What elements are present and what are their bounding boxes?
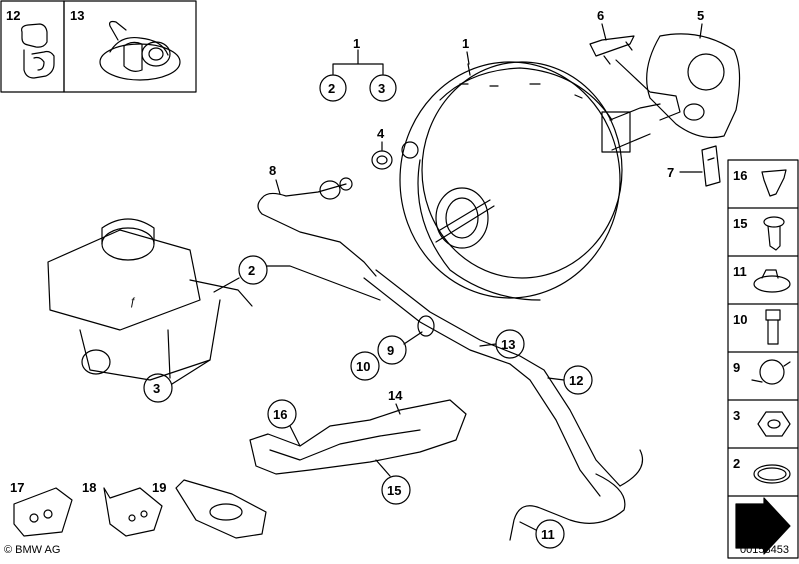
callout-11: 11 — [541, 527, 555, 542]
side-label-16: 16 — [733, 168, 747, 183]
callout-2-inset: 2 — [328, 81, 335, 96]
callout-6: 6 — [597, 8, 604, 23]
callout-9: 9 — [387, 343, 394, 358]
callout-17: 17 — [10, 480, 24, 495]
callout-4: 4 — [377, 126, 385, 141]
heat-shield-14: 14 16 15 — [249, 388, 467, 505]
callout-13: 13 — [501, 337, 515, 352]
clip-7: 7 — [667, 145, 721, 187]
callout-3-inset: 3 — [378, 81, 385, 96]
hex-nut-icon — [757, 411, 791, 437]
callout-19: 19 — [152, 480, 166, 495]
brand-text: © BMW AG — [4, 544, 60, 556]
callout-5: 5 — [697, 8, 704, 23]
o-ring-icon — [753, 464, 791, 484]
svg-text:ƒ: ƒ — [130, 296, 136, 308]
callout-7: 7 — [667, 165, 674, 180]
callout-12: 12 — [569, 373, 583, 388]
callout-3: 3 — [153, 381, 160, 396]
side-label-9: 9 — [733, 360, 740, 375]
callout-3-group: 3 — [143, 329, 211, 403]
callout-1-booster: 1 — [462, 36, 469, 51]
grommet-4: 4 — [371, 126, 419, 170]
inset-12-13: 12 13 — [0, 0, 197, 93]
inset-label-13: 13 — [70, 8, 84, 23]
hose-8: 8 — [257, 163, 377, 277]
side-panel: 16 15 11 10 9 3 2 — [727, 159, 799, 559]
hose-clamp-icon — [753, 269, 791, 293]
gasket-5: 5 — [646, 8, 741, 139]
bracket-6: 6 — [589, 8, 681, 121]
vacuum-pipe: 9 10 13 12 11 — [350, 269, 644, 549]
brake-booster: 1 — [399, 36, 661, 301]
push-rivet-icon — [761, 169, 787, 197]
reference-number: 00158453 — [740, 544, 789, 556]
side-label-2: 2 — [733, 456, 740, 471]
side-label-15: 15 — [733, 216, 747, 231]
inset-label-12: 12 — [6, 8, 20, 23]
callout-15: 15 — [387, 483, 401, 498]
callout-group-1: 1 2 3 — [319, 36, 397, 102]
screw-icon — [763, 216, 785, 251]
master-cylinder: ƒ — [47, 218, 253, 381]
callout-16: 16 — [273, 407, 287, 422]
callout-2: 2 — [248, 263, 255, 278]
callout-1-top: 1 — [353, 36, 360, 51]
side-label-10: 10 — [733, 312, 747, 327]
side-label-11: 11 — [733, 264, 747, 279]
side-label-3: 3 — [733, 408, 740, 423]
hex-bolt-icon — [765, 309, 781, 345]
p-clip-icon — [751, 359, 791, 385]
callout-18: 18 — [82, 480, 96, 495]
callout-2-group: 2 — [213, 255, 381, 301]
callout-10: 10 — [356, 359, 370, 374]
arrow-icon — [735, 497, 791, 555]
bottom-parts: 17 18 19 — [10, 479, 267, 539]
callout-14: 14 — [388, 388, 403, 403]
callout-8: 8 — [269, 163, 276, 178]
